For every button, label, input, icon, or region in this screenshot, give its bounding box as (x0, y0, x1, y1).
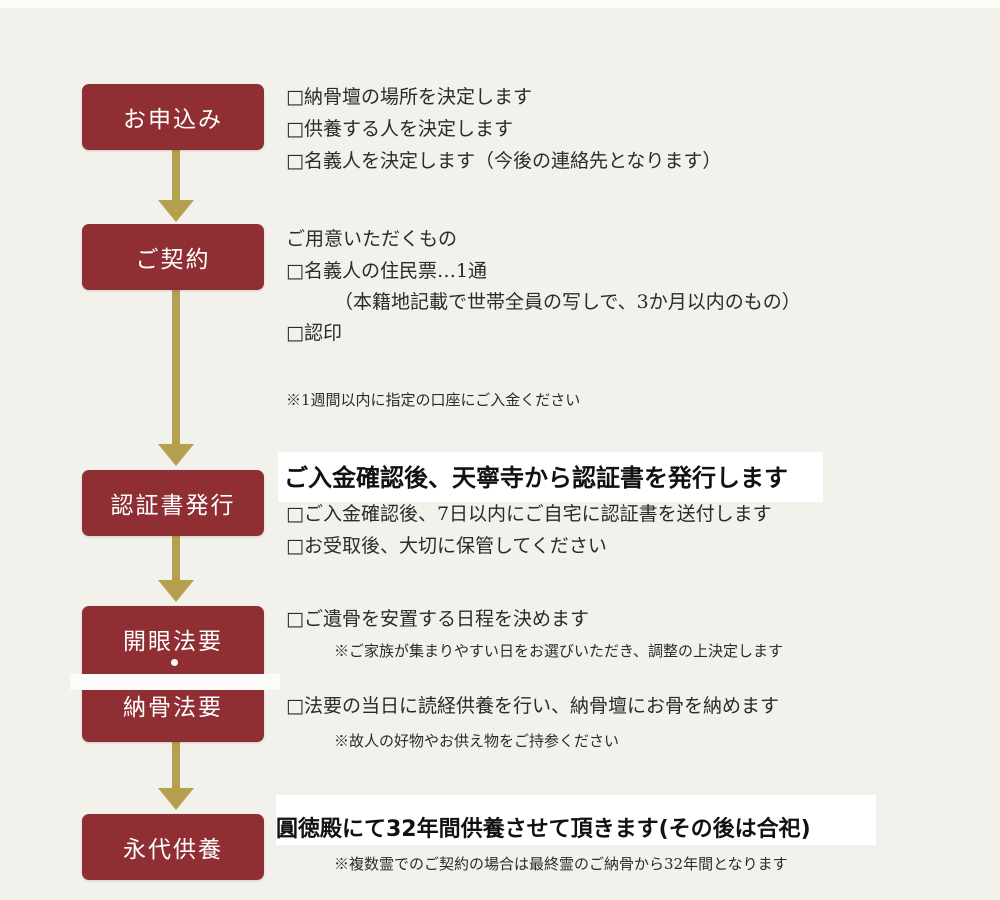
contract-item-seal: □認印 (286, 322, 342, 344)
perpetual-banner: 圓徳殿にて32年間供養させて頂きます(その後は合祀) (276, 795, 876, 845)
connector-line (172, 150, 180, 202)
separator-dot (171, 659, 178, 666)
arrow-down-icon (158, 580, 194, 602)
step-application: お申込み (82, 84, 264, 150)
perpetual-note: ※複数霊でのご契約の場合は最終霊のご納骨から32年間となります (334, 855, 788, 873)
contract-payment-note: ※1週間以内に指定の口座にご入金ください (286, 391, 581, 409)
certificate-item-keep: □お受取後、大切に保管してください (286, 535, 607, 557)
eye-opening-note: ※ご家族が集まりやすい日をお選びいただき、調整の上決定します (334, 642, 783, 660)
step-contract: ご契約 (82, 224, 264, 290)
arrow-down-icon (158, 788, 194, 810)
eye-opening-item: □ご遺骨を安置する日程を決めます (286, 608, 589, 630)
step-interment: 納骨法要 (82, 686, 264, 742)
certificate-banner: ご入金確認後、天寧寺から認証書を発行します (278, 452, 823, 502)
connector-line (172, 740, 180, 790)
step-perpetual: 永代供養 (82, 814, 264, 880)
arrow-down-icon (158, 200, 194, 222)
application-item-holder: □名義人を決定します（今後の連絡先となります） (286, 150, 722, 172)
application-item-location: □納骨壇の場所を決定します (286, 86, 532, 108)
contract-item-residence-note: （本籍地記載で世帯全員の写しで、3か月以内のもの） (334, 291, 801, 313)
interment-item: □法要の当日に読経供養を行い、納骨壇にお骨を納めます (286, 695, 779, 717)
application-item-person: □供養する人を決定します (286, 118, 513, 140)
certificate-item-send: □ご入金確認後、7日以内にご自宅に認証書を送付します (286, 503, 772, 525)
contract-item-residence-cert: □名義人の住民票…1通 (286, 260, 488, 282)
connector-line (172, 536, 180, 582)
contract-heading: ご用意いただくもの (286, 228, 458, 250)
step-separator (70, 674, 280, 690)
interment-note: ※故人の好物やお供え物をご持参ください (334, 732, 620, 750)
step-certificate: 認証書発行 (82, 470, 264, 536)
arrow-down-icon (158, 444, 194, 466)
top-strip (0, 0, 1000, 8)
connector-line (172, 290, 180, 446)
